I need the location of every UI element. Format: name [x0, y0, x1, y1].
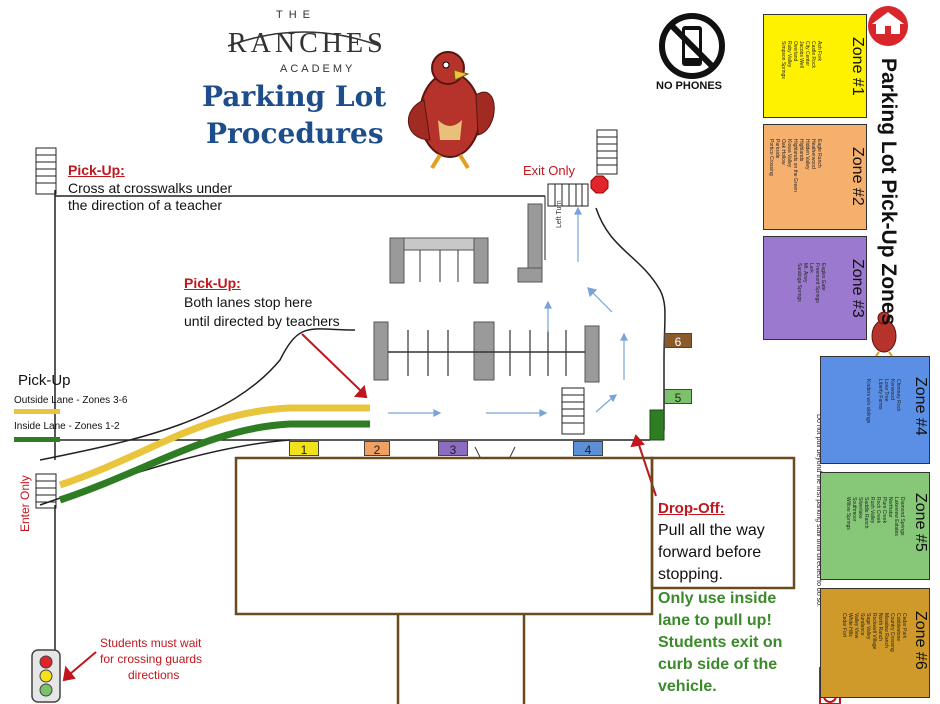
lot-marker-4: 4 — [573, 441, 603, 457]
green-note-line3: Students exit on — [658, 634, 783, 651]
page-title-line1: Parking Lot — [202, 80, 387, 113]
zone-2-list: Eagle Ranch Heatherwood Hidden Valley Hi… — [768, 139, 822, 192]
exit-label: Exit Only — [523, 163, 576, 178]
no-phones-label: NO PHONES — [656, 80, 723, 92]
crosswalk-lane — [561, 387, 585, 435]
guards-note-line1: Students must wait — [100, 636, 202, 650]
logo-arc — [227, 31, 381, 47]
zone-6-title: Zone #6 — [912, 611, 929, 670]
zones-heading: Parking Lot Pick-Up Zones — [877, 58, 900, 326]
guards-note-line2: for crossing guards — [100, 652, 203, 666]
mascot-small-image — [871, 311, 897, 357]
legend-outside-swatch — [14, 409, 60, 414]
crosswalk-top-left — [35, 147, 57, 195]
driveway-curve — [39, 328, 356, 461]
zone-4-title: Zone #4 — [912, 377, 929, 436]
dropoff-line2: forward before — [658, 544, 762, 561]
lot-marker-2: 2 — [364, 441, 390, 457]
zone-6-list: Cedar Park Cobblestone Country Crossing … — [841, 613, 907, 652]
crosswalk-top-right — [596, 129, 618, 175]
pickup-lanes-heading: Pick-Up: — [184, 275, 241, 291]
zone-6-card: Zone #6 Cedar Park Cobblestone Country C… — [820, 588, 930, 698]
mascot-image — [408, 51, 495, 170]
green-note-line1: Only use inside — [658, 590, 777, 607]
legend-inside-swatch — [14, 437, 60, 442]
right-curve — [595, 207, 666, 430]
green-note-line5: vehicle. — [658, 678, 717, 695]
zone-1-list: Ash Fork Castle Rock City Center Jacobs … — [780, 41, 822, 79]
zone-3-list: Eagles Gate Freemont Springs Lark Mt. Ai… — [796, 263, 826, 303]
green-note-line4: curb side of the — [658, 656, 778, 673]
lot-marker-5: 5 — [664, 389, 692, 405]
lot-marker-6: 6 — [664, 333, 692, 349]
page-title-line2: Procedures — [206, 117, 384, 150]
legend-inside: Inside Lane - Zones 1-2 — [14, 421, 120, 432]
zone-5-list: Diamond Springs Lakeview Estates Northst… — [845, 497, 905, 536]
guards-note-line3: directions — [128, 668, 180, 682]
zone-3-card: Zone #3 Eagles Gate Freemont Springs Lar… — [763, 236, 867, 340]
zone-5-card: Zone #5 Diamond Springs Lakeview Estates… — [820, 472, 930, 580]
legend-title: Pick-Up — [18, 372, 71, 389]
dropoff-line1: Pull all the way — [658, 522, 765, 539]
legend-outside: Outside Lane - Zones 3-6 — [14, 395, 128, 406]
no-phones-icon — [659, 13, 725, 79]
pickup-crosswalk-line1: Cross at crosswalks under — [68, 180, 233, 196]
zone-4-card: Zone #4 Chimney Rock Kenwood Lone Tree L… — [820, 356, 930, 464]
dropoff-heading: Drop-Off: — [658, 500, 725, 517]
pickup-crosswalk-line2: the direction of a teacher — [68, 197, 223, 213]
zone-2-card: Zone #2 Eagle Ranch Heatherwood Hidden V… — [763, 124, 867, 230]
zone-5-title: Zone #5 — [912, 493, 929, 552]
inside-lane — [58, 420, 370, 504]
school-icon — [868, 6, 908, 46]
lot-marker-3: 3 — [438, 441, 468, 457]
dropoff-line3: stopping. — [658, 566, 723, 583]
green-note-line2: lane to pull up! — [658, 612, 772, 629]
zone-4-list: Chimney Rock Kenwood Lone Tree Liberty F… — [865, 379, 901, 424]
logo-school-name: RANCHES — [228, 28, 387, 59]
stop-sign-icon — [590, 175, 609, 194]
crosswalk-enter — [35, 473, 57, 509]
center-parking-row — [373, 321, 389, 381]
logo-the: THE — [276, 9, 316, 21]
enter-label: Enter Only — [18, 475, 32, 532]
zone-1-card: Zone #1 Ash Fork Castle Rock City Center… — [763, 14, 867, 118]
pickup-crosswalk-heading: Pick-Up: — [68, 162, 125, 178]
logo-academy: ACADEMY — [280, 63, 356, 75]
crosswalk-exit — [547, 183, 589, 207]
left-turn-label: Left Turn — [556, 200, 563, 228]
lot-marker-1: 1 — [289, 441, 319, 457]
zone-3-title: Zone #3 — [849, 259, 866, 318]
outside-lane — [58, 404, 370, 489]
zone-2-title: Zone #2 — [849, 147, 866, 206]
parking-island-top — [389, 237, 489, 251]
pickup-lanes-line1: Both lanes stop here — [184, 294, 313, 310]
curb-marker — [649, 409, 665, 441]
zone-1-title: Zone #1 — [849, 37, 866, 96]
pickup-lanes-line2: until directed by teachers — [184, 313, 340, 329]
building — [234, 456, 654, 616]
